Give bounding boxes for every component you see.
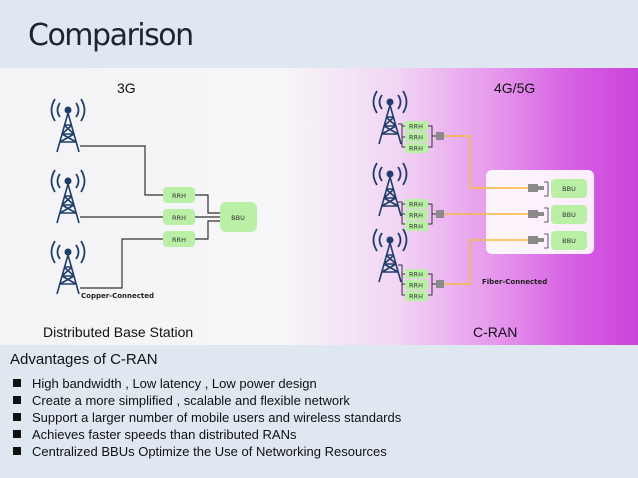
square-bullet-icon [13, 430, 21, 438]
square-bullet-icon [13, 396, 21, 404]
list-item: Create a more simplified , scalable and … [0, 393, 401, 410]
rrh-box: RRH [163, 209, 195, 225]
heading-4g5g: 4G/5G [494, 80, 536, 96]
caption-cran: C-RAN [473, 324, 518, 340]
heading-3g: 3G [117, 80, 136, 96]
copper-connected-label: Copper-Connected [81, 292, 154, 300]
fiber-lines [444, 135, 528, 285]
rrh-stack: RRH RRH RRH [405, 121, 428, 153]
caption-distributed: Distributed Base Station [43, 324, 194, 340]
tower-icon [50, 169, 86, 224]
advantages-list: High bandwidth , Low latency , Low power… [0, 376, 401, 461]
advantages-title: Advantages of C-RAN [10, 351, 158, 368]
bbu-box: BBU [551, 205, 587, 224]
svg-text:RRH: RRH [409, 201, 423, 209]
diagram-panel: RRH RRH RRH BBU Copper-Connected [0, 68, 638, 345]
bbu-box: BBU [551, 231, 587, 250]
rrh-box: RRH [163, 187, 195, 203]
network-diagram: RRH RRH RRH BBU Copper-Connected [50, 90, 594, 301]
list-item: Centralized BBUs Optimize the Use of Net… [0, 444, 401, 461]
svg-text:BBU: BBU [562, 211, 576, 219]
svg-text:RRH: RRH [172, 236, 186, 244]
svg-text:RRH: RRH [409, 134, 423, 142]
bbu-box: BBU [551, 179, 587, 198]
advantages-section: Advantages of C-RAN High bandwidth , Low… [0, 345, 638, 478]
fiber-connected-label: Fiber-Connected [482, 278, 547, 286]
list-item: Achieves faster speeds than distributed … [0, 427, 401, 444]
svg-text:BBU: BBU [562, 185, 576, 193]
square-bullet-icon [13, 447, 21, 455]
bbu-box: BBU [220, 202, 257, 232]
svg-text:RRH: RRH [409, 282, 423, 290]
slide-title: Comparison [28, 18, 194, 53]
svg-text:RRH: RRH [172, 214, 186, 222]
svg-text:BBU: BBU [231, 214, 245, 222]
tower-icon [50, 240, 86, 295]
list-item: Support a larger number of mobile users … [0, 410, 401, 427]
rrh-stack: RRH RRH RRH [405, 269, 428, 301]
svg-text:RRH: RRH [409, 223, 423, 231]
tower-icon [50, 98, 86, 153]
list-item: High bandwidth , Low latency , Low power… [0, 376, 401, 393]
rrh-stack: RRH RRH RRH [405, 199, 428, 231]
svg-text:RRH: RRH [172, 192, 186, 200]
rrh-box: RRH [163, 231, 195, 247]
fiber-connectors [436, 132, 544, 288]
svg-text:BBU: BBU [562, 237, 576, 245]
svg-text:RRH: RRH [409, 293, 423, 301]
square-bullet-icon [13, 413, 21, 421]
svg-text:RRH: RRH [409, 212, 423, 220]
svg-text:RRH: RRH [409, 271, 423, 279]
svg-text:RRH: RRH [409, 145, 423, 153]
copper-wires [80, 145, 220, 289]
svg-text:RRH: RRH [409, 123, 423, 131]
square-bullet-icon [13, 379, 21, 387]
